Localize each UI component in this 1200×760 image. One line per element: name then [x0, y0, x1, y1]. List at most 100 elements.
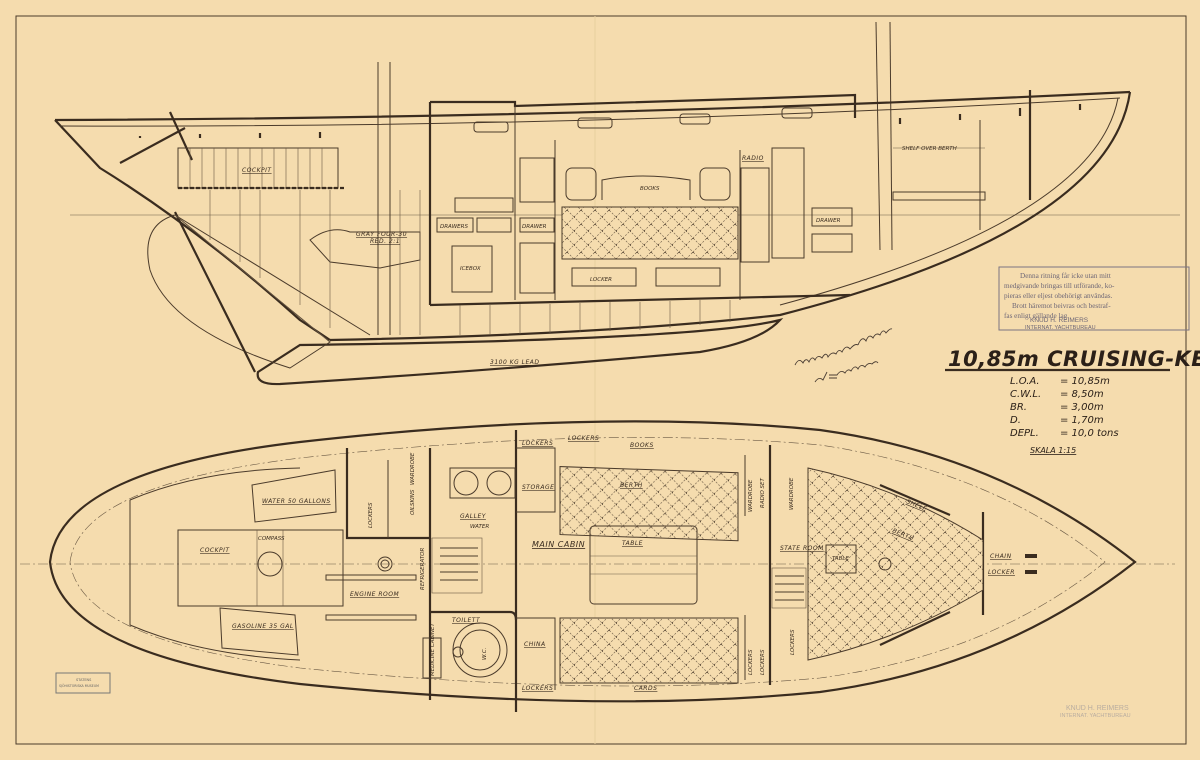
- label-engine-room: ENGINE ROOM: [350, 591, 399, 598]
- drawing-stroke: [878, 557, 892, 571]
- drawing-stroke: [174, 214, 331, 343]
- drawing-stroke: [794, 344, 859, 366]
- label-icebox: ICEBOX: [460, 266, 481, 272]
- porthole: [781, 107, 813, 119]
- drawing-stroke: [779, 97, 1119, 306]
- rudder: [147, 214, 331, 369]
- copyright-stamp: Denna ritning får icke utan mitt medgiva…: [998, 266, 1190, 331]
- label-books-plan: BOOKS: [630, 442, 654, 449]
- sheer-line: [54, 90, 1131, 122]
- label-china: CHINA: [524, 641, 546, 648]
- svg-text:INTERNAT. YACHTBUREAU: INTERNAT. YACHTBUREAU: [1060, 713, 1131, 719]
- drawing-stroke: [189, 148, 323, 188]
- drawing-stroke: [519, 242, 555, 294]
- drawing-stroke: [1025, 570, 1037, 574]
- drawing-stroke: [325, 614, 417, 621]
- stamp-firm: KNUD H. REIMERS: [1030, 317, 1089, 324]
- profile-view: [54, 21, 1180, 386]
- svg-text:fas enligt gällande lag.: fas enligt gällande lag.: [1004, 312, 1069, 320]
- profile-labels: COCKPIT GRAY FOUR-30 RED. 2:1 DRAWERS DR…: [242, 146, 957, 366]
- hull-bottom: [329, 91, 1132, 342]
- gasoline-tank: [219, 607, 299, 656]
- forward-berth: [892, 191, 986, 201]
- drawing-stroke: [771, 567, 807, 609]
- stove: [449, 467, 516, 499]
- svg-text:L.O.A.: L.O.A.: [1010, 376, 1040, 387]
- svg-text:KNUD H. REIMERS: KNUD H. REIMERS: [1066, 705, 1129, 712]
- svg-text:medgivande bringas till utföra: medgivande bringas till utförande, ko-: [1004, 282, 1115, 290]
- label-wardrobe: WARDROBE: [410, 452, 416, 485]
- svg-text:STATENS: STATENS: [76, 678, 92, 682]
- archive-stamp: STATENS SJÖHISTORISKA MUSEUM: [55, 672, 111, 694]
- porthole: [473, 121, 509, 133]
- label-lockers-3: LOCKERS: [522, 685, 553, 692]
- drawing-stroke: [601, 175, 691, 200]
- drawing-stroke: [431, 537, 483, 594]
- stateroom-table: [825, 544, 857, 574]
- label-lockers-6: LOCKERS: [790, 629, 796, 655]
- water-tank: [251, 469, 337, 523]
- drawing-stroke: [1025, 554, 1037, 558]
- label-cockpit: COCKPIT: [242, 167, 272, 174]
- handwritten-signature: [794, 328, 893, 383]
- drawing-stroke: [429, 293, 851, 307]
- label-locker: LOCKER: [988, 569, 1015, 576]
- svg-text:= 3,00m: = 3,00m: [1060, 402, 1104, 413]
- drawing-stroke: [430, 610, 518, 621]
- drawing-stroke: [436, 217, 474, 233]
- label-lockers-4: LOCKERS: [748, 649, 754, 675]
- drawing-stroke: [209, 190, 421, 335]
- drawing-stroke: [565, 167, 597, 201]
- label-shelf-over-berth: SHELF OVER BERTH: [902, 146, 957, 152]
- medicine-cabinet: [422, 637, 442, 679]
- drawing-stroke: [459, 629, 501, 671]
- label-lockers-2: LOCKERS: [568, 435, 599, 442]
- drawing-scale: SKALA 1:15: [1030, 446, 1076, 455]
- tiller: [119, 127, 186, 164]
- berth-port: [559, 617, 739, 684]
- stamp-bureau: INTERNAT. YACHTBUREAU: [1025, 325, 1096, 331]
- drawing-stroke: [55, 672, 111, 694]
- drawing-stroke: [519, 157, 555, 203]
- label-galley: GALLEY: [460, 513, 487, 520]
- label-radio-set: RADIO SET: [760, 478, 766, 508]
- lead-keel: [256, 318, 784, 386]
- label-wardrobe-3: WARDROBE: [789, 477, 795, 510]
- drawing-title: 10,85m CRUISING-KETCH.: [948, 347, 1200, 371]
- drawing-stroke: [476, 217, 512, 233]
- label-drawer-fwd: DRAWER: [816, 218, 841, 224]
- drawing-stroke: [519, 217, 555, 233]
- label-compass: COMPASS: [258, 536, 285, 542]
- bottom-firm-stamp: KNUD H. REIMERS INTERNAT. YACHTBUREAU: [1060, 705, 1131, 719]
- drawing-stroke: [59, 97, 1121, 127]
- drawing-stroke: [571, 267, 637, 287]
- toilet-tank: [452, 622, 508, 678]
- drawing-stroke: [998, 266, 1190, 331]
- radio-cabinet: [740, 167, 770, 263]
- label-cockpit-plan: COCKPIT: [200, 547, 230, 554]
- cockpit-plan: [177, 529, 344, 607]
- label-water-tank: WATER 50 GALLONS: [262, 498, 331, 505]
- label-books: BOOKS: [640, 186, 660, 192]
- plan-view: [20, 420, 1175, 712]
- drawing-stroke: [452, 646, 464, 658]
- drawing-stroke: [516, 447, 556, 513]
- svg-text:DEPL.: DEPL.: [1010, 428, 1039, 439]
- label-table: TABLE: [622, 540, 643, 547]
- rudder-stock: [174, 211, 256, 373]
- label-berth: BERTH: [620, 482, 643, 489]
- label-medicine-cabinet: MEDICINE CABINET: [430, 623, 436, 676]
- svg-text:C.W.L.: C.W.L.: [1010, 389, 1041, 400]
- svg-text:= 10,85m: = 10,85m: [1060, 376, 1110, 387]
- label-drawers: DRAWERS: [440, 224, 468, 230]
- svg-text:Denna ritning får icke utan mi: Denna ritning får icke utan mitt: [1020, 271, 1111, 280]
- label-main-cabin: MAIN CABIN: [532, 540, 585, 549]
- label-state-room: STATE ROOM: [780, 545, 824, 552]
- drawing-stroke: [811, 207, 853, 227]
- drawing-stroke: [699, 167, 731, 201]
- label-engine: GRAY FOUR-30: [356, 231, 407, 238]
- drawing-stroke: [459, 300, 731, 335]
- deckhouse: [430, 93, 857, 118]
